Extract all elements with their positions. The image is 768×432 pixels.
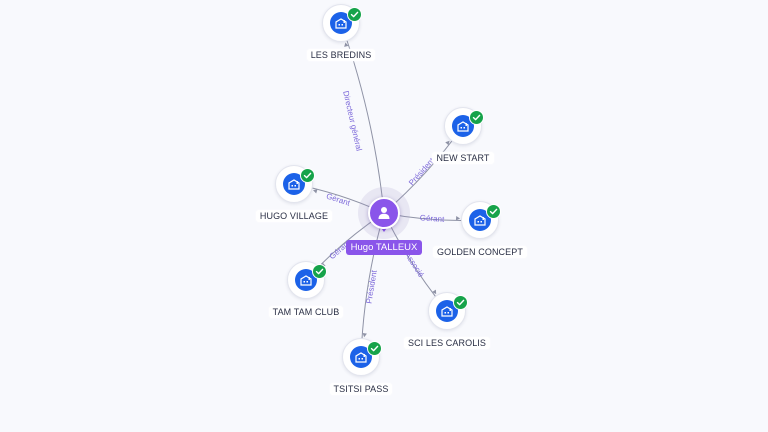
building-icon [295, 269, 317, 291]
check-icon [453, 295, 468, 310]
edge-role-label: Gérant [419, 213, 445, 224]
building-icon [330, 12, 352, 34]
building-icon [283, 173, 305, 195]
company-label-wrap: SCI LES CAROLIS [377, 333, 517, 351]
edge-arrow-hugo-village [313, 189, 318, 194]
check-icon [300, 168, 315, 183]
building-icon [469, 209, 491, 231]
company-name[interactable]: HUGO VILLAGE [255, 210, 333, 222]
company-name[interactable]: SCI LES CAROLIS [403, 337, 491, 349]
company-label-wrap: HUGO VILLAGE [224, 206, 364, 224]
check-icon [347, 7, 362, 22]
person-name[interactable]: Hugo TALLEUX [345, 240, 423, 255]
person-icon [378, 207, 390, 219]
company-name[interactable]: LES BREDINS [306, 49, 376, 61]
company-name[interactable]: GOLDEN CONCEPT [433, 246, 527, 258]
edge-arrow-tsitsi-pass [362, 332, 367, 338]
company-label-wrap: NEW START [393, 148, 533, 166]
building-icon [436, 300, 458, 322]
company-label-wrap: TSITSI PASS [291, 379, 431, 397]
edge-les-bredins [340, 22, 385, 214]
edge-arrow-sci-les-carolis [432, 289, 437, 295]
person-label-wrap: Hugo TALLEUX [334, 237, 434, 255]
edge-role-label: Président [364, 269, 378, 305]
check-icon [486, 204, 501, 219]
edge-role-label: Directeur général [341, 90, 363, 152]
edge-arrow-les-bredins [344, 42, 349, 47]
company-label-wrap: GOLDEN CONCEPT [410, 242, 550, 260]
company-name[interactable]: TSITSI PASS [329, 383, 393, 395]
company-name[interactable]: NEW START [432, 152, 494, 164]
building-icon [452, 115, 474, 137]
company-label-wrap: TAM TAM CLUB [236, 302, 376, 320]
edge-arrow-new-start [445, 140, 450, 146]
company-label-wrap: LES BREDINS [271, 45, 411, 63]
check-icon [312, 264, 327, 279]
check-icon [367, 341, 382, 356]
person-pin[interactable] [368, 197, 400, 229]
check-icon [469, 110, 484, 125]
company-name[interactable]: TAM TAM CLUB [268, 306, 344, 318]
building-icon [350, 346, 372, 368]
edge-arrow-golden-concept [455, 216, 461, 221]
